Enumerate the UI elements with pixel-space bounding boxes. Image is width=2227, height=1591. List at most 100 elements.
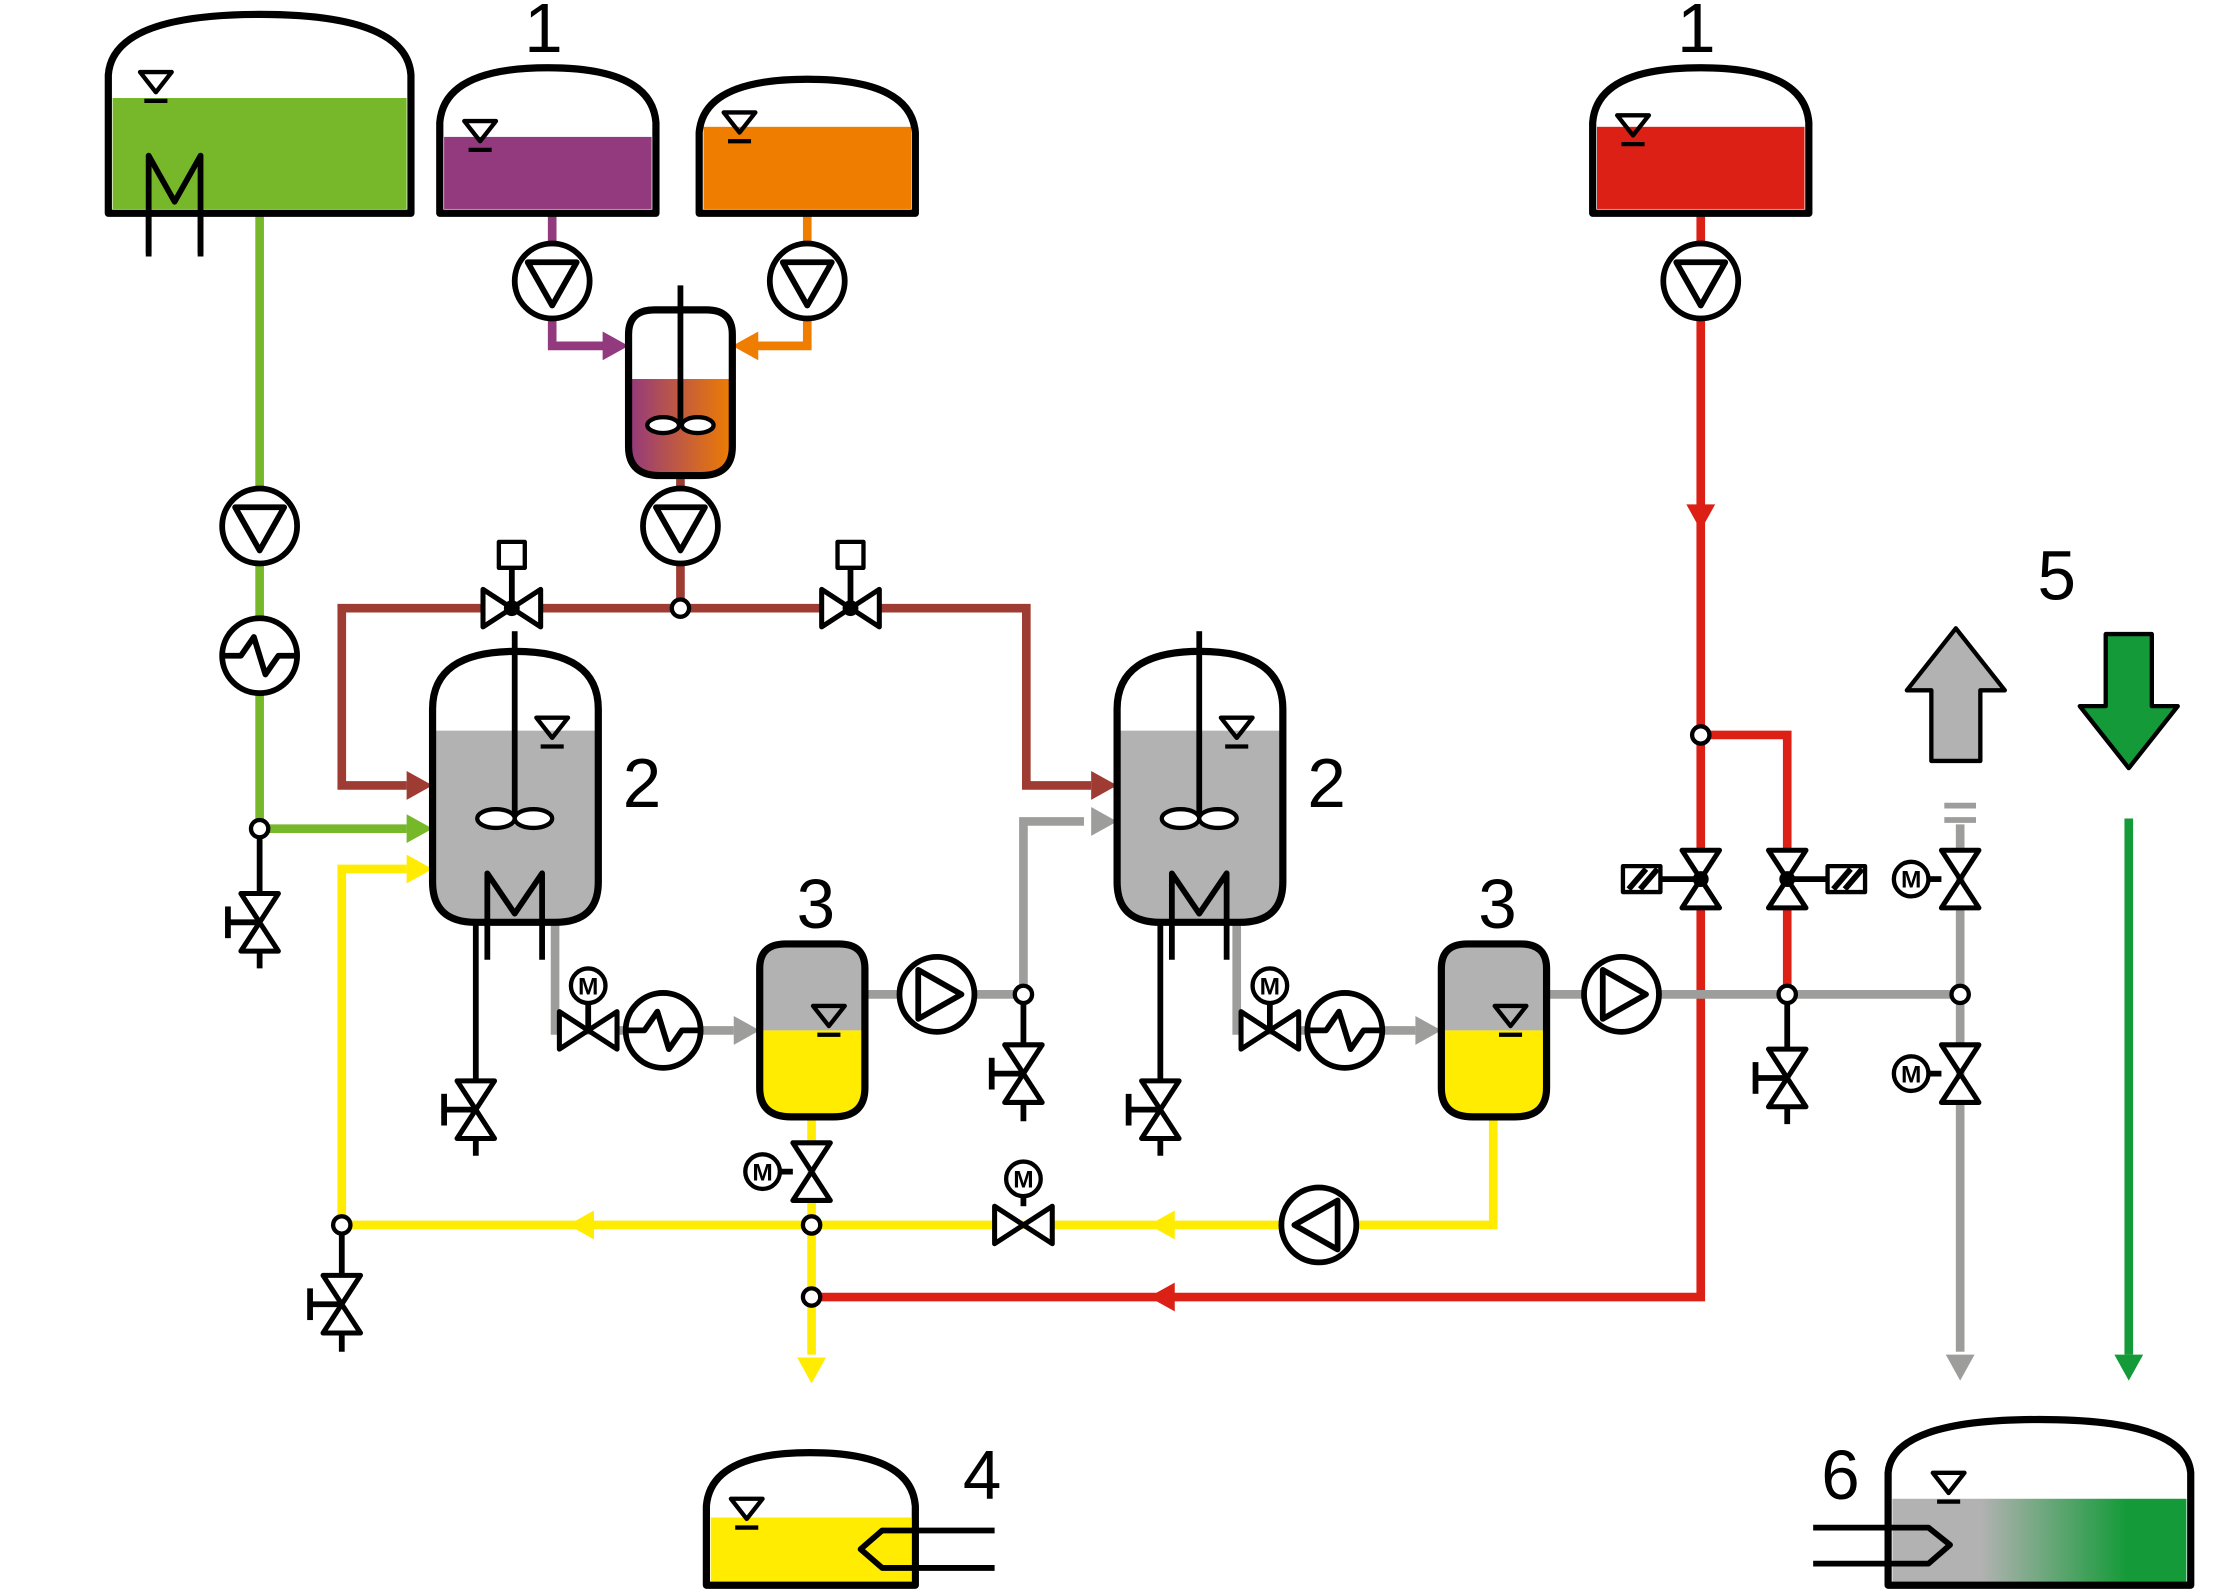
yellow-flow-arrow-reactor-icon <box>406 854 433 884</box>
red-flow-arrow-down-icon <box>1686 504 1716 531</box>
heat-exchanger-green-icon <box>219 615 300 697</box>
green-feed-tank <box>104 10 415 257</box>
motor-letter: M <box>1901 867 1921 894</box>
hand-valve-reactor-right-icon <box>1125 1078 1182 1142</box>
heat-exchangers <box>219 615 1386 1071</box>
label-buffer-tank-right: 3 <box>1478 865 1516 943</box>
pump-orange-icon <box>766 240 848 322</box>
pump-yellow-return-icon <box>1278 1184 1360 1266</box>
gray-flow-arrow-reactor-icon <box>1091 807 1118 836</box>
purple-flow-arrow-icon <box>602 331 629 361</box>
piston-valve-right-icon <box>1765 847 1868 911</box>
receiver-tank <box>1813 1415 2195 1589</box>
mixed-flow-arrow-left-icon <box>406 771 433 800</box>
gray-flow-arrow-buffer-left-icon <box>733 1015 760 1045</box>
mixer-vessel <box>624 285 736 480</box>
level-indicator-icon <box>462 118 499 153</box>
valves: M M M M M M <box>225 539 1982 1336</box>
buffer-tank-right <box>1437 940 1551 1121</box>
pipe-network <box>255 213 2134 1355</box>
pump-purple-icon <box>511 240 593 322</box>
level-indicator-icon <box>728 1496 765 1530</box>
motor-letter: M <box>752 1159 772 1186</box>
motor-valve-gray-lower-icon: M <box>1891 1042 1982 1105</box>
transfer-up-arrow-icon <box>1904 626 2007 764</box>
level-indicator-icon <box>721 110 758 144</box>
control-valve-right-icon <box>819 539 882 630</box>
reactor-right <box>1113 631 1287 960</box>
motor-letter: M <box>1901 1061 1921 1088</box>
level-indicator-icon <box>137 69 174 104</box>
junction-dot <box>1776 983 1799 1006</box>
green-flow-arrow-tank6-icon <box>2114 1354 2144 1381</box>
hand-valve-reactor-left-icon <box>441 1078 498 1142</box>
junction-dot <box>330 1214 353 1236</box>
orange-flow-arrow-icon <box>732 331 759 361</box>
motor-letter: M <box>578 973 598 1000</box>
level-indicator-icon <box>1615 113 1652 147</box>
mixed-flow-arrow-right-icon <box>1091 771 1118 800</box>
label-feed-tank-purple: 1 <box>524 0 562 67</box>
junction-dot <box>800 1286 823 1308</box>
label-collect-tank: 4 <box>963 1436 1001 1514</box>
red-feed-pipe <box>811 213 1792 1302</box>
level-indicator-icon <box>1218 715 1255 749</box>
pump-mixer-icon <box>640 485 721 567</box>
heating-coil-inner-icon <box>145 152 204 214</box>
junction-dot <box>248 817 271 840</box>
stirrer-icon <box>475 651 555 831</box>
motor-valve-buffer-left-icon: M <box>743 1140 833 1203</box>
level-indicator-icon <box>1492 1003 1529 1037</box>
yellow-flow-arrow-left2-icon <box>1148 1210 1175 1240</box>
gray-flow-arrow-buffer-right-icon <box>1415 1015 1442 1045</box>
heating-coil-icon <box>857 1527 995 1571</box>
flow-arrows <box>406 331 2144 1384</box>
heat-exchanger-right-icon <box>1304 990 1386 1071</box>
label-buffer-tank-left: 3 <box>797 865 835 943</box>
junction-dot <box>1689 724 1712 746</box>
orange-feed-tank <box>695 75 919 217</box>
hand-valve-green-icon <box>225 890 281 954</box>
heating-coil-icon <box>1168 870 1230 960</box>
hand-valve-gray-left-icon <box>988 1042 1045 1105</box>
yellow-flow-arrow-left1-icon <box>568 1210 594 1240</box>
control-valve-left-icon <box>480 539 544 630</box>
red-feed-tank <box>1589 64 1813 217</box>
hand-valve-gray-right-icon <box>1752 1046 1809 1110</box>
collect-tank <box>702 1449 995 1589</box>
transfer-down-arrow-icon <box>2077 631 2180 771</box>
motor-valve-reactor-left-icon: M <box>556 966 620 1052</box>
junction-dot <box>1012 983 1035 1006</box>
level-indicator-icon <box>810 1003 847 1037</box>
label-reactor-left: 2 <box>623 744 661 822</box>
pump-buffer-right-icon <box>1581 954 1662 1035</box>
label-reactor-right: 2 <box>1307 744 1345 822</box>
pumps <box>219 240 1742 1266</box>
gray-pipe-break-ticks <box>1944 802 1977 823</box>
pipe-junctions <box>248 597 1971 1308</box>
heating-coil-legs <box>145 213 204 254</box>
pump-red-icon <box>1660 240 1742 322</box>
level-indicator-icon <box>1930 1470 1967 1504</box>
transfer-arrows <box>1904 626 2180 771</box>
label-transfer-arrows: 5 <box>2037 537 2075 615</box>
pump-buffer-left-icon <box>896 954 978 1035</box>
motor-letter: M <box>1260 973 1280 1000</box>
labels: 1 1 2 2 3 3 4 5 6 <box>524 0 2076 1514</box>
motor-letter: M <box>1013 1166 1033 1193</box>
pump-green-icon <box>219 485 300 567</box>
gray-flow-arrow-tank6-icon <box>1945 1354 1975 1381</box>
red-flow-arrow-left-icon <box>1148 1282 1175 1312</box>
green-flow-arrow-icon <box>406 814 433 844</box>
motor-valve-reactor-right-icon: M <box>1238 966 1302 1052</box>
piston-valve-left-icon <box>1620 847 1723 911</box>
level-indicator-icon <box>534 715 571 749</box>
yellow-flow-arrow-tank4-icon <box>797 1357 826 1384</box>
purple-feed-tank <box>436 64 660 217</box>
reactor-left <box>428 631 602 960</box>
buffer-tank-left <box>756 940 869 1121</box>
heat-exchanger-left-icon <box>622 990 704 1071</box>
junction-dot <box>1949 983 1971 1006</box>
yellow-product-pipe <box>337 864 1498 1355</box>
